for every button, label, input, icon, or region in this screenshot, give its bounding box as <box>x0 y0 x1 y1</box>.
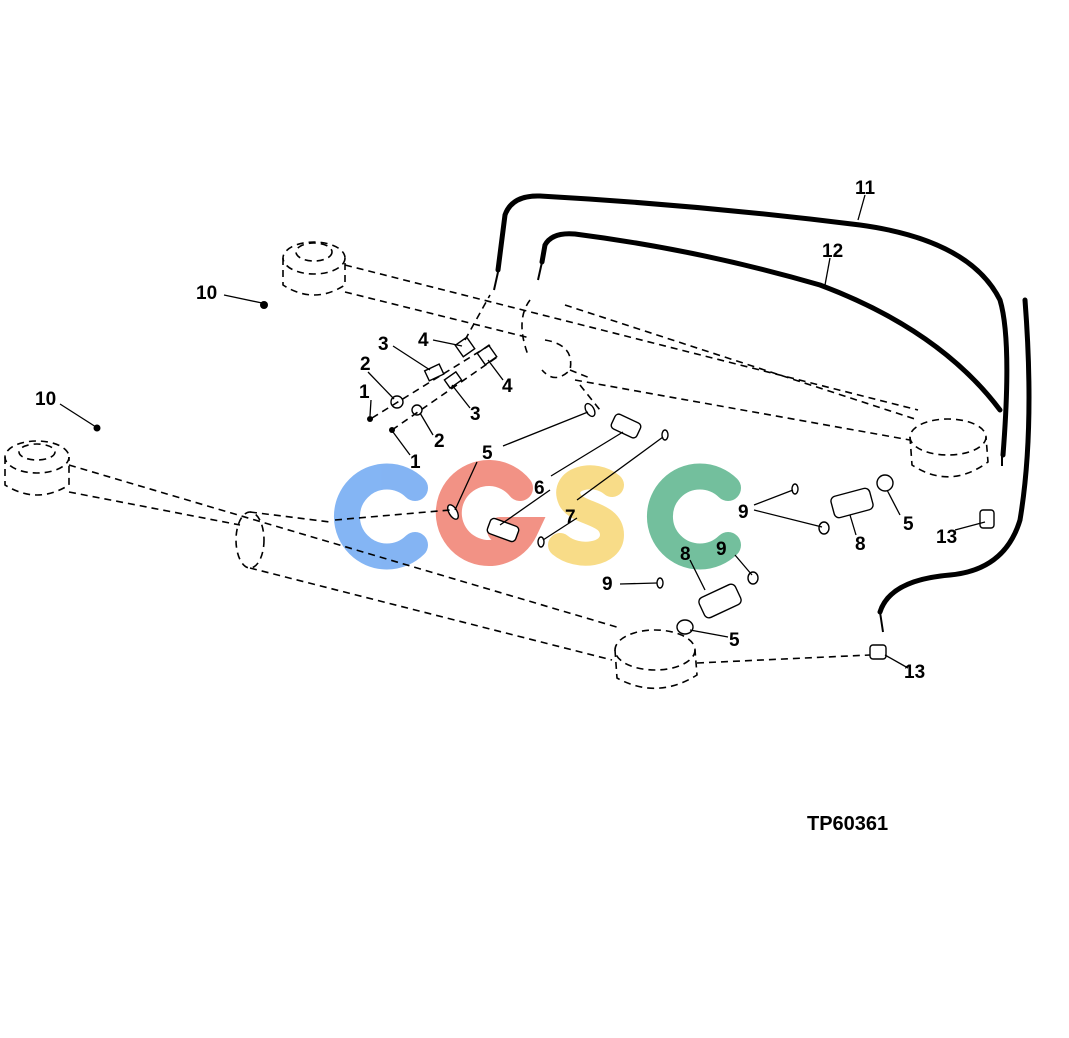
oring-7a <box>661 429 669 441</box>
watermark-letter-g <box>435 460 546 566</box>
callout-1: 1 <box>410 452 421 473</box>
fitting-6b <box>486 517 520 543</box>
adapter-3a <box>423 363 445 382</box>
fittings-cluster-center <box>334 384 669 548</box>
oring-9b <box>818 521 830 535</box>
hose-12 <box>537 231 1032 633</box>
fitting-13b <box>869 644 887 660</box>
callout-9: 9 <box>716 539 727 560</box>
elbow-4b <box>476 344 498 366</box>
callout-10: 10 <box>196 283 217 304</box>
callout-8: 8 <box>855 534 866 555</box>
callout-9: 9 <box>602 574 613 595</box>
callout-5: 5 <box>729 630 740 651</box>
upper-cylinder <box>282 241 989 478</box>
oring-5c <box>876 474 894 492</box>
hose-11 <box>493 193 1010 466</box>
callout-10: 10 <box>35 389 56 410</box>
oring-9d <box>747 571 759 585</box>
valve-8b <box>698 583 742 619</box>
callout-11: 11 <box>855 178 876 199</box>
valve-8a <box>830 487 874 519</box>
callout-3: 3 <box>470 404 481 425</box>
plug-1a <box>367 416 373 422</box>
callout-13: 13 <box>936 527 957 548</box>
adapter-3b <box>443 370 463 390</box>
watermark-letter-c2 <box>646 463 741 570</box>
callout-13: 13 <box>904 662 925 683</box>
fittings-cluster-upper <box>367 294 501 433</box>
callout-7: 7 <box>565 507 576 528</box>
callout-4: 4 <box>418 330 429 351</box>
oring-5d <box>676 619 694 635</box>
oring-5b <box>447 504 459 520</box>
callout-6: 6 <box>534 478 545 499</box>
callout-8: 8 <box>680 544 691 565</box>
elbow-4a <box>454 336 476 358</box>
callout-9: 9 <box>738 502 749 523</box>
leader-lines <box>59 194 986 669</box>
watermark-logo <box>333 460 741 570</box>
callout-12: 12 <box>822 241 843 262</box>
oring-9c <box>656 577 664 589</box>
watermark-letter-s <box>548 465 625 566</box>
callout-1: 1 <box>359 382 370 403</box>
oring-7b <box>537 536 545 548</box>
oring-9a <box>791 483 799 495</box>
watermark-letter-c1 <box>333 463 428 570</box>
figure-id: TP60361 <box>807 813 888 835</box>
fitting-6a <box>610 413 642 439</box>
callout-4: 4 <box>502 376 513 397</box>
lower-cylinder <box>4 440 871 690</box>
fitting-13a <box>979 509 995 529</box>
callout-2: 2 <box>360 354 371 375</box>
callout-5: 5 <box>903 514 914 535</box>
callout-5: 5 <box>482 443 493 464</box>
callout-2: 2 <box>434 431 445 452</box>
callout-labels: 1 1 2 2 3 3 4 4 5 5 5 6 7 8 8 9 9 9 10 1… <box>35 178 957 683</box>
callout-3: 3 <box>378 334 389 355</box>
